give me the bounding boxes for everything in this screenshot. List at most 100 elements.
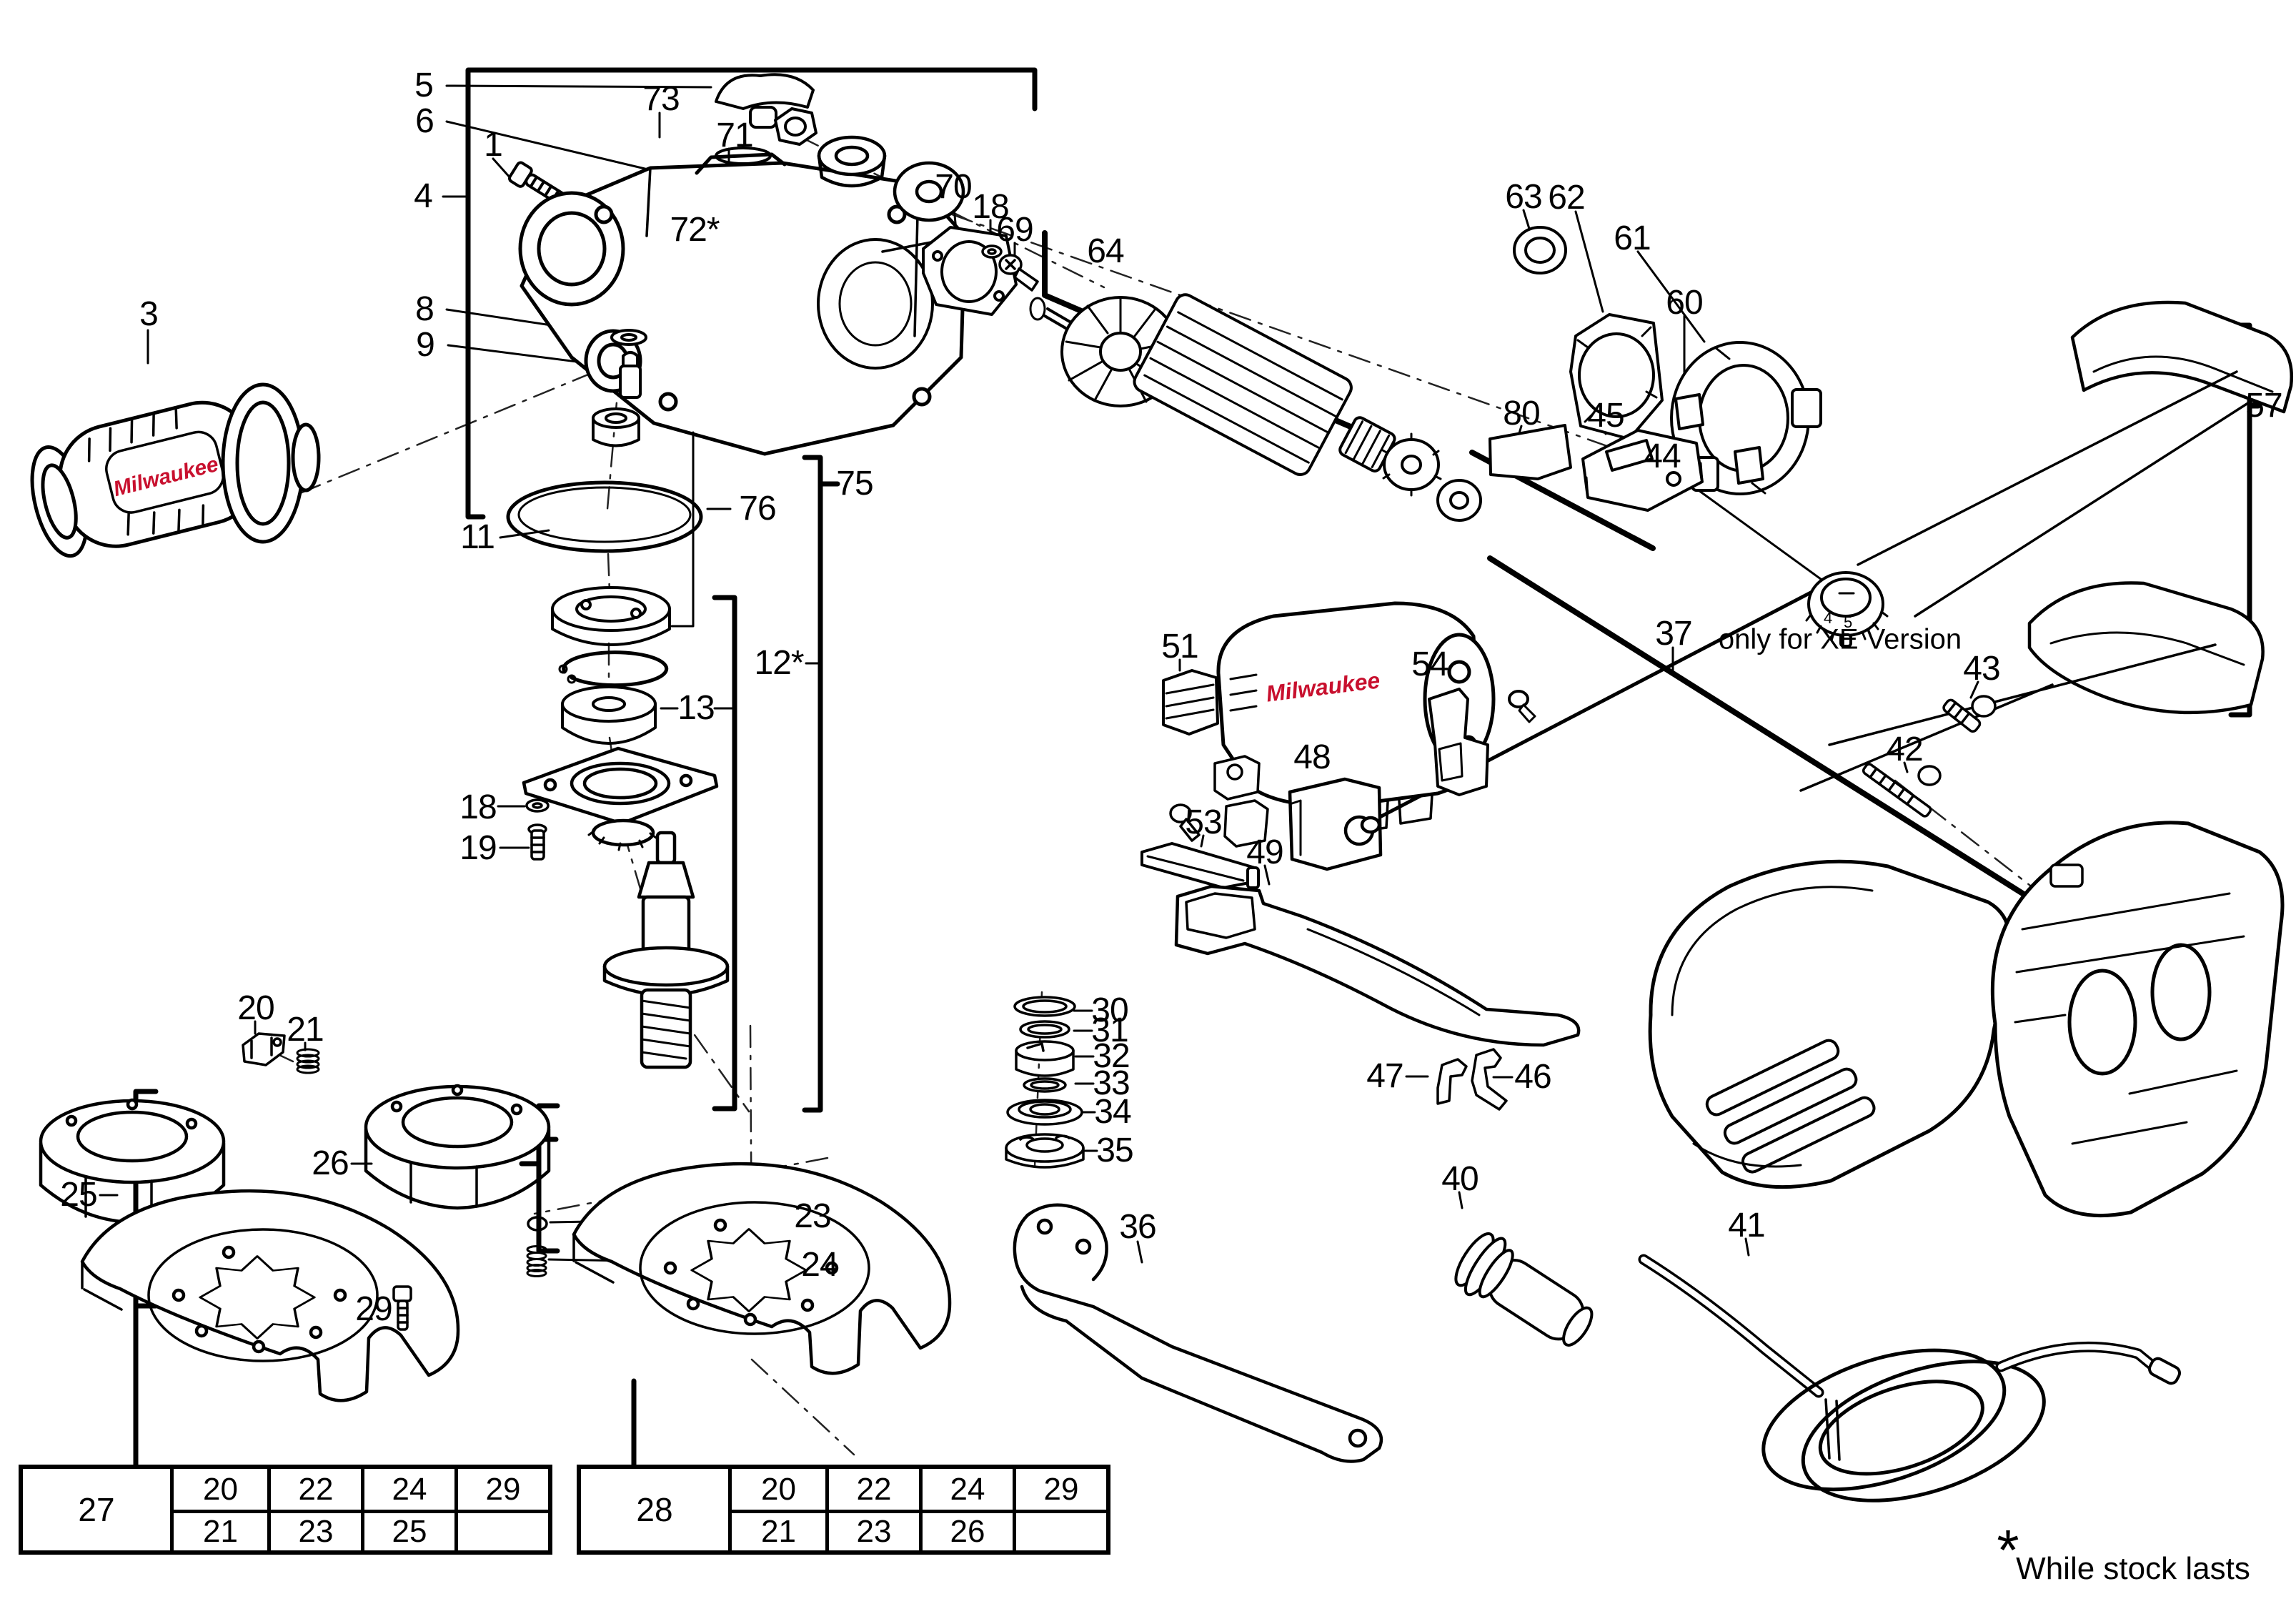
part-label-20: 20 bbox=[237, 989, 274, 1027]
part-latch-20 bbox=[242, 1032, 286, 1066]
part-label-8: 8 bbox=[415, 290, 434, 328]
part-label-61: 61 bbox=[1614, 219, 1651, 257]
table-cell: 21 bbox=[732, 1510, 825, 1550]
part-label-48: 48 bbox=[1293, 738, 1331, 776]
part-label-18: 18 bbox=[459, 788, 497, 826]
part-housing-shell-left bbox=[1648, 859, 2012, 1189]
part-label-71: 71 bbox=[716, 117, 753, 154]
leader-lines bbox=[99, 84, 1979, 1311]
part-bearing-cup-63 bbox=[1513, 226, 1567, 274]
part-clamp-ring-25 bbox=[39, 1098, 226, 1224]
table-cell bbox=[1013, 1510, 1106, 1550]
part-retainer-cup-76 bbox=[551, 431, 695, 646]
part-oring-11 bbox=[506, 480, 703, 553]
part-washer-71 bbox=[893, 161, 965, 222]
part-label-76: 76 bbox=[739, 490, 776, 528]
part-insulation-60 bbox=[1674, 393, 1764, 485]
part-label-69: 69 bbox=[996, 211, 1033, 249]
part-motor-housing-37: Milwaukee bbox=[1216, 601, 1496, 834]
table-cell: 20 bbox=[203, 1471, 238, 1507]
part-spring-21 bbox=[296, 1048, 320, 1074]
part-label-24: 24 bbox=[801, 1246, 838, 1284]
part-label-12: 12* bbox=[754, 644, 804, 682]
part-label-51: 51 bbox=[1161, 628, 1198, 665]
part-label-43: 43 bbox=[1963, 650, 2000, 688]
part-label-31: 31 bbox=[1091, 1011, 1128, 1049]
part-label-29: 29 bbox=[355, 1290, 392, 1328]
part-pin-9 bbox=[619, 351, 642, 399]
part-label-41: 41 bbox=[1728, 1207, 1765, 1244]
part-label-6: 6 bbox=[415, 102, 434, 140]
part-label-32: 32 bbox=[1093, 1037, 1130, 1075]
part-label-60: 60 bbox=[1666, 284, 1703, 322]
part-label-75: 75 bbox=[836, 465, 873, 502]
table-cell: 22 bbox=[825, 1469, 919, 1510]
table-cell: 20 bbox=[761, 1471, 796, 1507]
part-label-3: 3 bbox=[139, 295, 159, 333]
part-housing-screw bbox=[1169, 803, 1201, 842]
xe-version-note: only for XE Version bbox=[1718, 623, 1962, 655]
table-cell bbox=[454, 1510, 548, 1550]
part-clamp-ring-26 bbox=[366, 1086, 549, 1208]
part-label-72: 72* bbox=[670, 211, 720, 249]
part-label-70: 70 bbox=[935, 168, 972, 206]
part-wrench-36 bbox=[1013, 1203, 1383, 1463]
table-cell: 29 bbox=[1013, 1469, 1106, 1510]
part-guard-28 bbox=[574, 1164, 950, 1373]
part-label-53: 53 bbox=[1185, 803, 1222, 841]
part-power-cord-41 bbox=[1638, 1254, 2182, 1502]
part-field-coil-57 bbox=[1799, 300, 2293, 792]
part-switch-button-51 bbox=[1162, 669, 1219, 736]
part-label-30: 30 bbox=[1091, 991, 1128, 1029]
part-screw-42 bbox=[1862, 763, 1942, 818]
part-switch-48 bbox=[1288, 777, 1383, 871]
stock-note-text: While stock lasts bbox=[2016, 1551, 2250, 1586]
part-nut-73 bbox=[774, 107, 817, 146]
part-label-45: 45 bbox=[1587, 397, 1624, 435]
part-label-19: 19 bbox=[459, 829, 497, 867]
part-label-63: 63 bbox=[1505, 178, 1542, 216]
table-cell: 29 bbox=[454, 1469, 548, 1510]
part-paddle-trigger-49 bbox=[1174, 884, 1581, 1047]
table-cell: 23 bbox=[267, 1510, 361, 1550]
part-cord-clamps-47-46 bbox=[1436, 1048, 1508, 1111]
part-speed-dial-44: 4 5 bbox=[1805, 571, 1889, 648]
part-brush-holders bbox=[1213, 755, 1269, 848]
part-label-21: 21 bbox=[287, 1011, 324, 1049]
part-label-42: 42 bbox=[1886, 731, 1923, 768]
part-label-23: 23 bbox=[794, 1197, 831, 1235]
part-label-4: 4 bbox=[414, 177, 433, 215]
part-circlip-12 bbox=[558, 650, 669, 688]
part-screw-19 bbox=[527, 823, 547, 861]
table-cell: 22 bbox=[267, 1469, 361, 1510]
stock-note-asterisk: * bbox=[1997, 1517, 2019, 1582]
part-bearing-flange-plate bbox=[522, 746, 719, 851]
part-spring-24 bbox=[526, 1245, 547, 1277]
part-screw-69 bbox=[998, 254, 1039, 292]
part-label-13: 13 bbox=[677, 689, 715, 727]
part-label-49: 49 bbox=[1246, 833, 1283, 871]
part-spindle bbox=[602, 831, 730, 1069]
part-label-25: 25 bbox=[60, 1176, 97, 1214]
part-label-80: 80 bbox=[1503, 395, 1540, 432]
part-label-57: 57 bbox=[2245, 387, 2282, 425]
part-armature-64 bbox=[1029, 293, 1482, 522]
part-label-62: 62 bbox=[1548, 179, 1585, 217]
table-cell: 25 bbox=[361, 1510, 454, 1550]
part-label-35: 35 bbox=[1096, 1132, 1133, 1169]
part-switch-lever-54 bbox=[1428, 688, 1536, 796]
table-cell: 26 bbox=[919, 1510, 1013, 1550]
part-bearing-sleeve-10 bbox=[592, 407, 640, 447]
part-screw-43 bbox=[1942, 695, 1997, 733]
part-label-44: 44 bbox=[1644, 437, 1681, 475]
part-label-5: 5 bbox=[414, 66, 434, 104]
part-clamp-knob-5 bbox=[715, 73, 815, 129]
part-sticker-80 bbox=[1489, 424, 1572, 480]
part-label-36: 36 bbox=[1119, 1208, 1156, 1246]
table-cell: 24 bbox=[361, 1469, 454, 1510]
part-label-11: 11 bbox=[460, 518, 495, 556]
part-housing-shell-right bbox=[1990, 821, 2285, 1217]
